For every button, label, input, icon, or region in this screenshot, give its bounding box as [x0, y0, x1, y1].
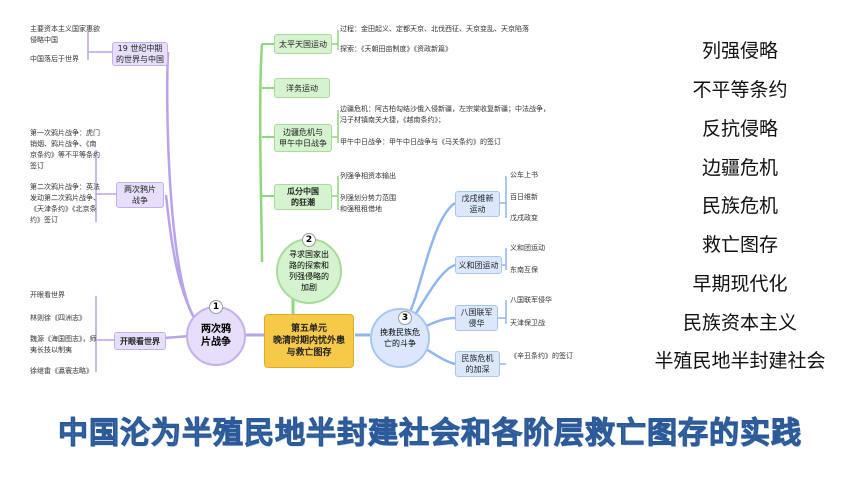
leaf-boxer-2: 东南互保 [510, 266, 538, 274]
keyword-1: 列强侵略 [701, 40, 778, 62]
leaf-taiping-1: 过程：金田起义、定都天京、北伐西征、天京变乱、天京陷落 [340, 25, 529, 33]
leaf-boxer-1: 义和团运动 [510, 244, 545, 252]
topic-eight-nation[interactable]: 八国联军 侵华 [455, 305, 498, 331]
leaf-partition-2: 列强划分势力范围 和强租租借地 [340, 194, 396, 213]
leaf-crisis-1: 《辛丑条约》的签订 [510, 352, 573, 360]
keyword-6: 救亡图存 [701, 234, 778, 256]
summary-banner: 中国沦为半殖民地半封建社会和各阶层救亡图存的实践 [58, 416, 802, 452]
keyword-7: 早期现代化 [692, 273, 788, 295]
branch-salvation-node[interactable]: 挽救民族危 亡的斗争 [370, 308, 430, 368]
keyword-8: 民族资本主义 [682, 312, 797, 334]
topic-partition[interactable]: 瓜分中国 的狂潮 [274, 184, 332, 210]
topic-frontier-crisis[interactable]: 边疆危机与 甲午中日战争 [274, 124, 332, 152]
leaf-partition-1: 列强争相资本输出 [340, 172, 396, 180]
leaf-eyes-2: 林则徐《四洲志》 [30, 314, 86, 322]
leaf-reform-2: 百日维新 [510, 193, 538, 201]
keyword-4: 边疆危机 [701, 157, 778, 179]
leaf-reform-3: 戊戌政变 [510, 214, 538, 222]
leaf-19c-2: 中国落后于世界 [30, 55, 79, 63]
keyword-3: 反抗侵略 [701, 118, 778, 140]
center-topic[interactable]: 第五单元 晚清时期内忧外患 与救亡图存 [264, 314, 354, 368]
branch2-number: 2 [302, 233, 316, 247]
leaf-frontier-2: 甲午中日战争：甲午中日战争与《马关条约》的签订 [340, 138, 501, 146]
topic-taiping[interactable]: 太平天国运动 [274, 34, 332, 54]
leaf-opium-1: 第一次鸦片战争：虎门 销烟、鸦片战争、《南 京条约》等不平等条约 签订 [30, 129, 100, 170]
keyword-5: 民族危机 [701, 195, 778, 217]
topic-19c-world-china[interactable]: 19 世纪中期 的世界与中国 [112, 42, 168, 66]
leaf-eyes-3: 魏源《海国图志》，师 夷长技以制夷 [30, 335, 97, 354]
topic-crisis-deepening[interactable]: 民族危机 的加深 [455, 351, 500, 377]
leaf-reform-1: 公车上书 [510, 171, 538, 179]
topic-reform-1898[interactable]: 戊戌维新 运动 [455, 191, 500, 217]
leaf-19c-1: 主要资本主义国家惠欲 侵略中国 [30, 25, 100, 44]
leaf-eight-2: 天津保卫战 [510, 319, 545, 327]
branch1-number: 1 [209, 300, 223, 314]
topic-self-strengthening[interactable]: 洋务运动 [274, 78, 330, 98]
topic-opium-wars[interactable]: 两次鸦片 战争 [116, 182, 164, 208]
leaf-frontier-1: 边疆危机：阿古柏勾结沙俄入侵新疆，左宗棠收复新疆；中法战争， 冯子材镇南关大捷，… [340, 105, 550, 124]
topic-open-eyes[interactable]: 开眼看世界 [114, 332, 166, 350]
branch-opium-wars-node[interactable]: 两次鸦 片战争 [186, 306, 246, 366]
branch-explore-node[interactable]: 寻求国家出 路的探索和 列强侵略的 加剧 [276, 238, 342, 304]
leaf-opium-2: 第二次鸦片战争：英法 发动第二次鸦片战争、 《天津条约》《北京条 约》签订 [30, 183, 100, 224]
branch3-number: 3 [398, 311, 412, 325]
leaf-eyes-1: 开眼看世界 [30, 291, 65, 299]
topic-boxer[interactable]: 义和团运动 [455, 256, 502, 274]
leaf-taiping-2: 探索：《天朝田亩制度》《资政新篇》 [340, 45, 452, 53]
leaf-eight-1: 八国联军侵华 [510, 296, 552, 304]
leaf-eyes-4: 徐继畬《瀛寰志略》 [30, 367, 93, 375]
keyword-2: 不平等条约 [692, 79, 788, 101]
keyword-9: 半殖民地半封建社会 [654, 350, 826, 372]
